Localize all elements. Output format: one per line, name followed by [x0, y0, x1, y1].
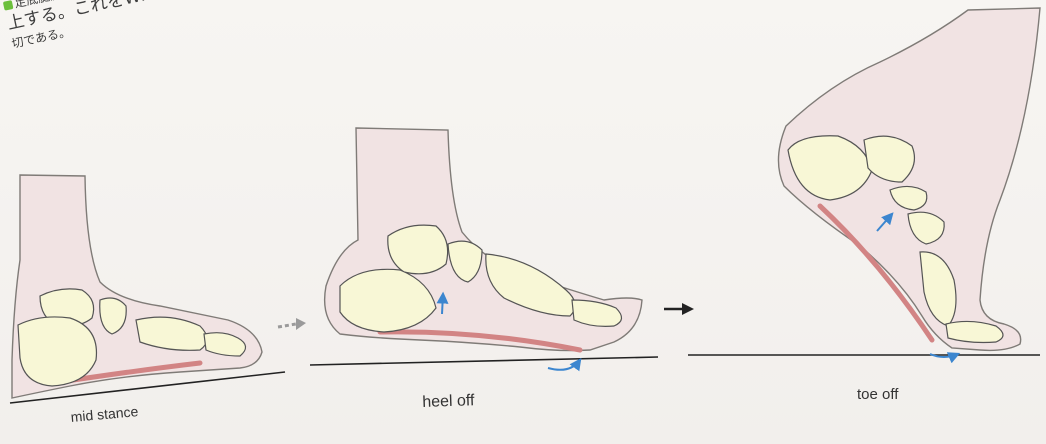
label-heel-off: heel off: [422, 392, 475, 412]
heel-off-talus: [388, 225, 448, 274]
toe-off-foot: [688, 8, 1040, 357]
blue-curved-arrow-icon: [548, 360, 580, 370]
blue-up-arrow-icon: [442, 294, 443, 314]
mid-stance-calcaneus: [18, 317, 96, 386]
label-toe-off: toe off: [857, 386, 898, 403]
mid-stance-foot: [10, 175, 285, 403]
heel-off-foot: [310, 128, 658, 370]
black-arrow-icon: [664, 303, 694, 315]
gray-arrow-icon: [278, 318, 306, 330]
heel-off-ground: [310, 357, 658, 365]
